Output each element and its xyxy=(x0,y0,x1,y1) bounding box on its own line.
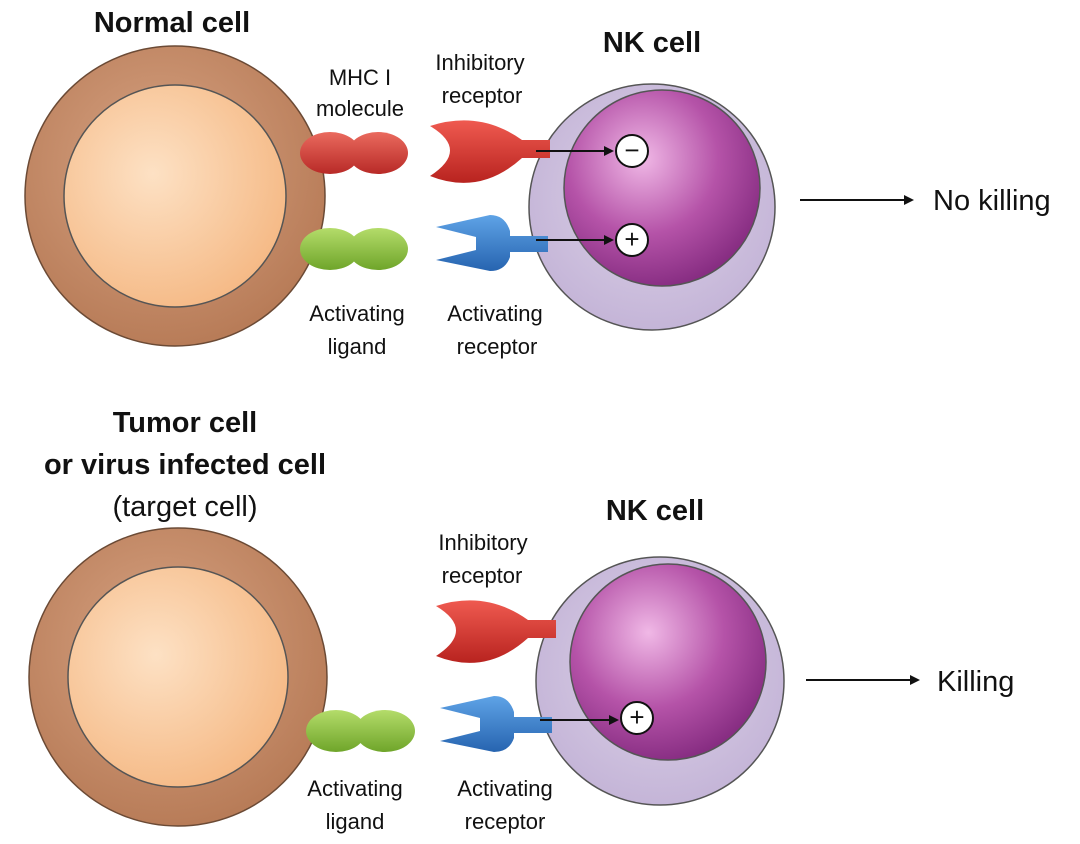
mhc-label-line1: MHC I xyxy=(329,65,391,90)
activating-receptor-label-line2: receptor xyxy=(457,334,538,359)
cell-nucleus xyxy=(63,84,287,308)
activating-sign: + xyxy=(629,702,644,732)
inhibitory-label-line1: Inhibitory xyxy=(435,50,524,75)
activating-receptor xyxy=(440,696,552,752)
nk-cell xyxy=(535,556,785,806)
plus-sign-icon xyxy=(620,701,654,735)
nk-cell-title: NK cell xyxy=(603,27,701,59)
activating-receptor-label-line1: Activating xyxy=(457,776,552,801)
activating-ligand xyxy=(300,228,408,270)
cell-nucleus xyxy=(67,566,289,788)
inhibitory-label-line1: Inhibitory xyxy=(438,530,527,555)
target-cell xyxy=(28,527,328,827)
minus-sign-icon xyxy=(615,134,649,168)
inhibitory-label-line2: receptor xyxy=(442,563,523,588)
ligand-label-line1: Activating xyxy=(309,301,404,326)
mhc-label-line2: molecule xyxy=(316,96,404,121)
plus-sign-icon xyxy=(615,223,649,257)
nk-nucleus xyxy=(569,563,767,761)
panel-title-line2: or virus infected cell xyxy=(44,449,326,481)
inhibitory-receptor xyxy=(430,120,550,183)
nk-cell xyxy=(528,83,776,331)
outcome-label: No killing xyxy=(933,185,1051,217)
activating-receptor-label-line1: Activating xyxy=(447,301,542,326)
activating-ligand xyxy=(306,710,415,752)
panel-normal-cell: Normal cell MHC I molecule Activating li… xyxy=(24,7,1051,359)
inhibitory-receptor xyxy=(436,600,556,663)
activating-receptor-label-line2: receptor xyxy=(465,809,546,834)
ligand-label-line2: ligand xyxy=(328,334,387,359)
panel-title: Normal cell xyxy=(94,7,250,39)
ligand-label-line1: Activating xyxy=(307,776,402,801)
nk-cell-title: NK cell xyxy=(606,495,704,527)
activating-sign: + xyxy=(624,224,639,254)
panel-subtitle: (target cell) xyxy=(112,491,257,523)
panel-target-cell: Tumor cell or virus infected cell (targe… xyxy=(28,407,1014,834)
inhibitory-sign: − xyxy=(624,135,639,165)
target-cell xyxy=(24,45,326,347)
ligand-label-line2: ligand xyxy=(326,809,385,834)
mhc-molecule xyxy=(300,132,408,174)
outcome-label: Killing xyxy=(937,666,1014,698)
panel-title-line1: Tumor cell xyxy=(113,407,258,439)
nk-nucleus xyxy=(563,89,761,287)
inhibitory-label-line2: receptor xyxy=(442,83,523,108)
activating-receptor xyxy=(436,215,548,271)
